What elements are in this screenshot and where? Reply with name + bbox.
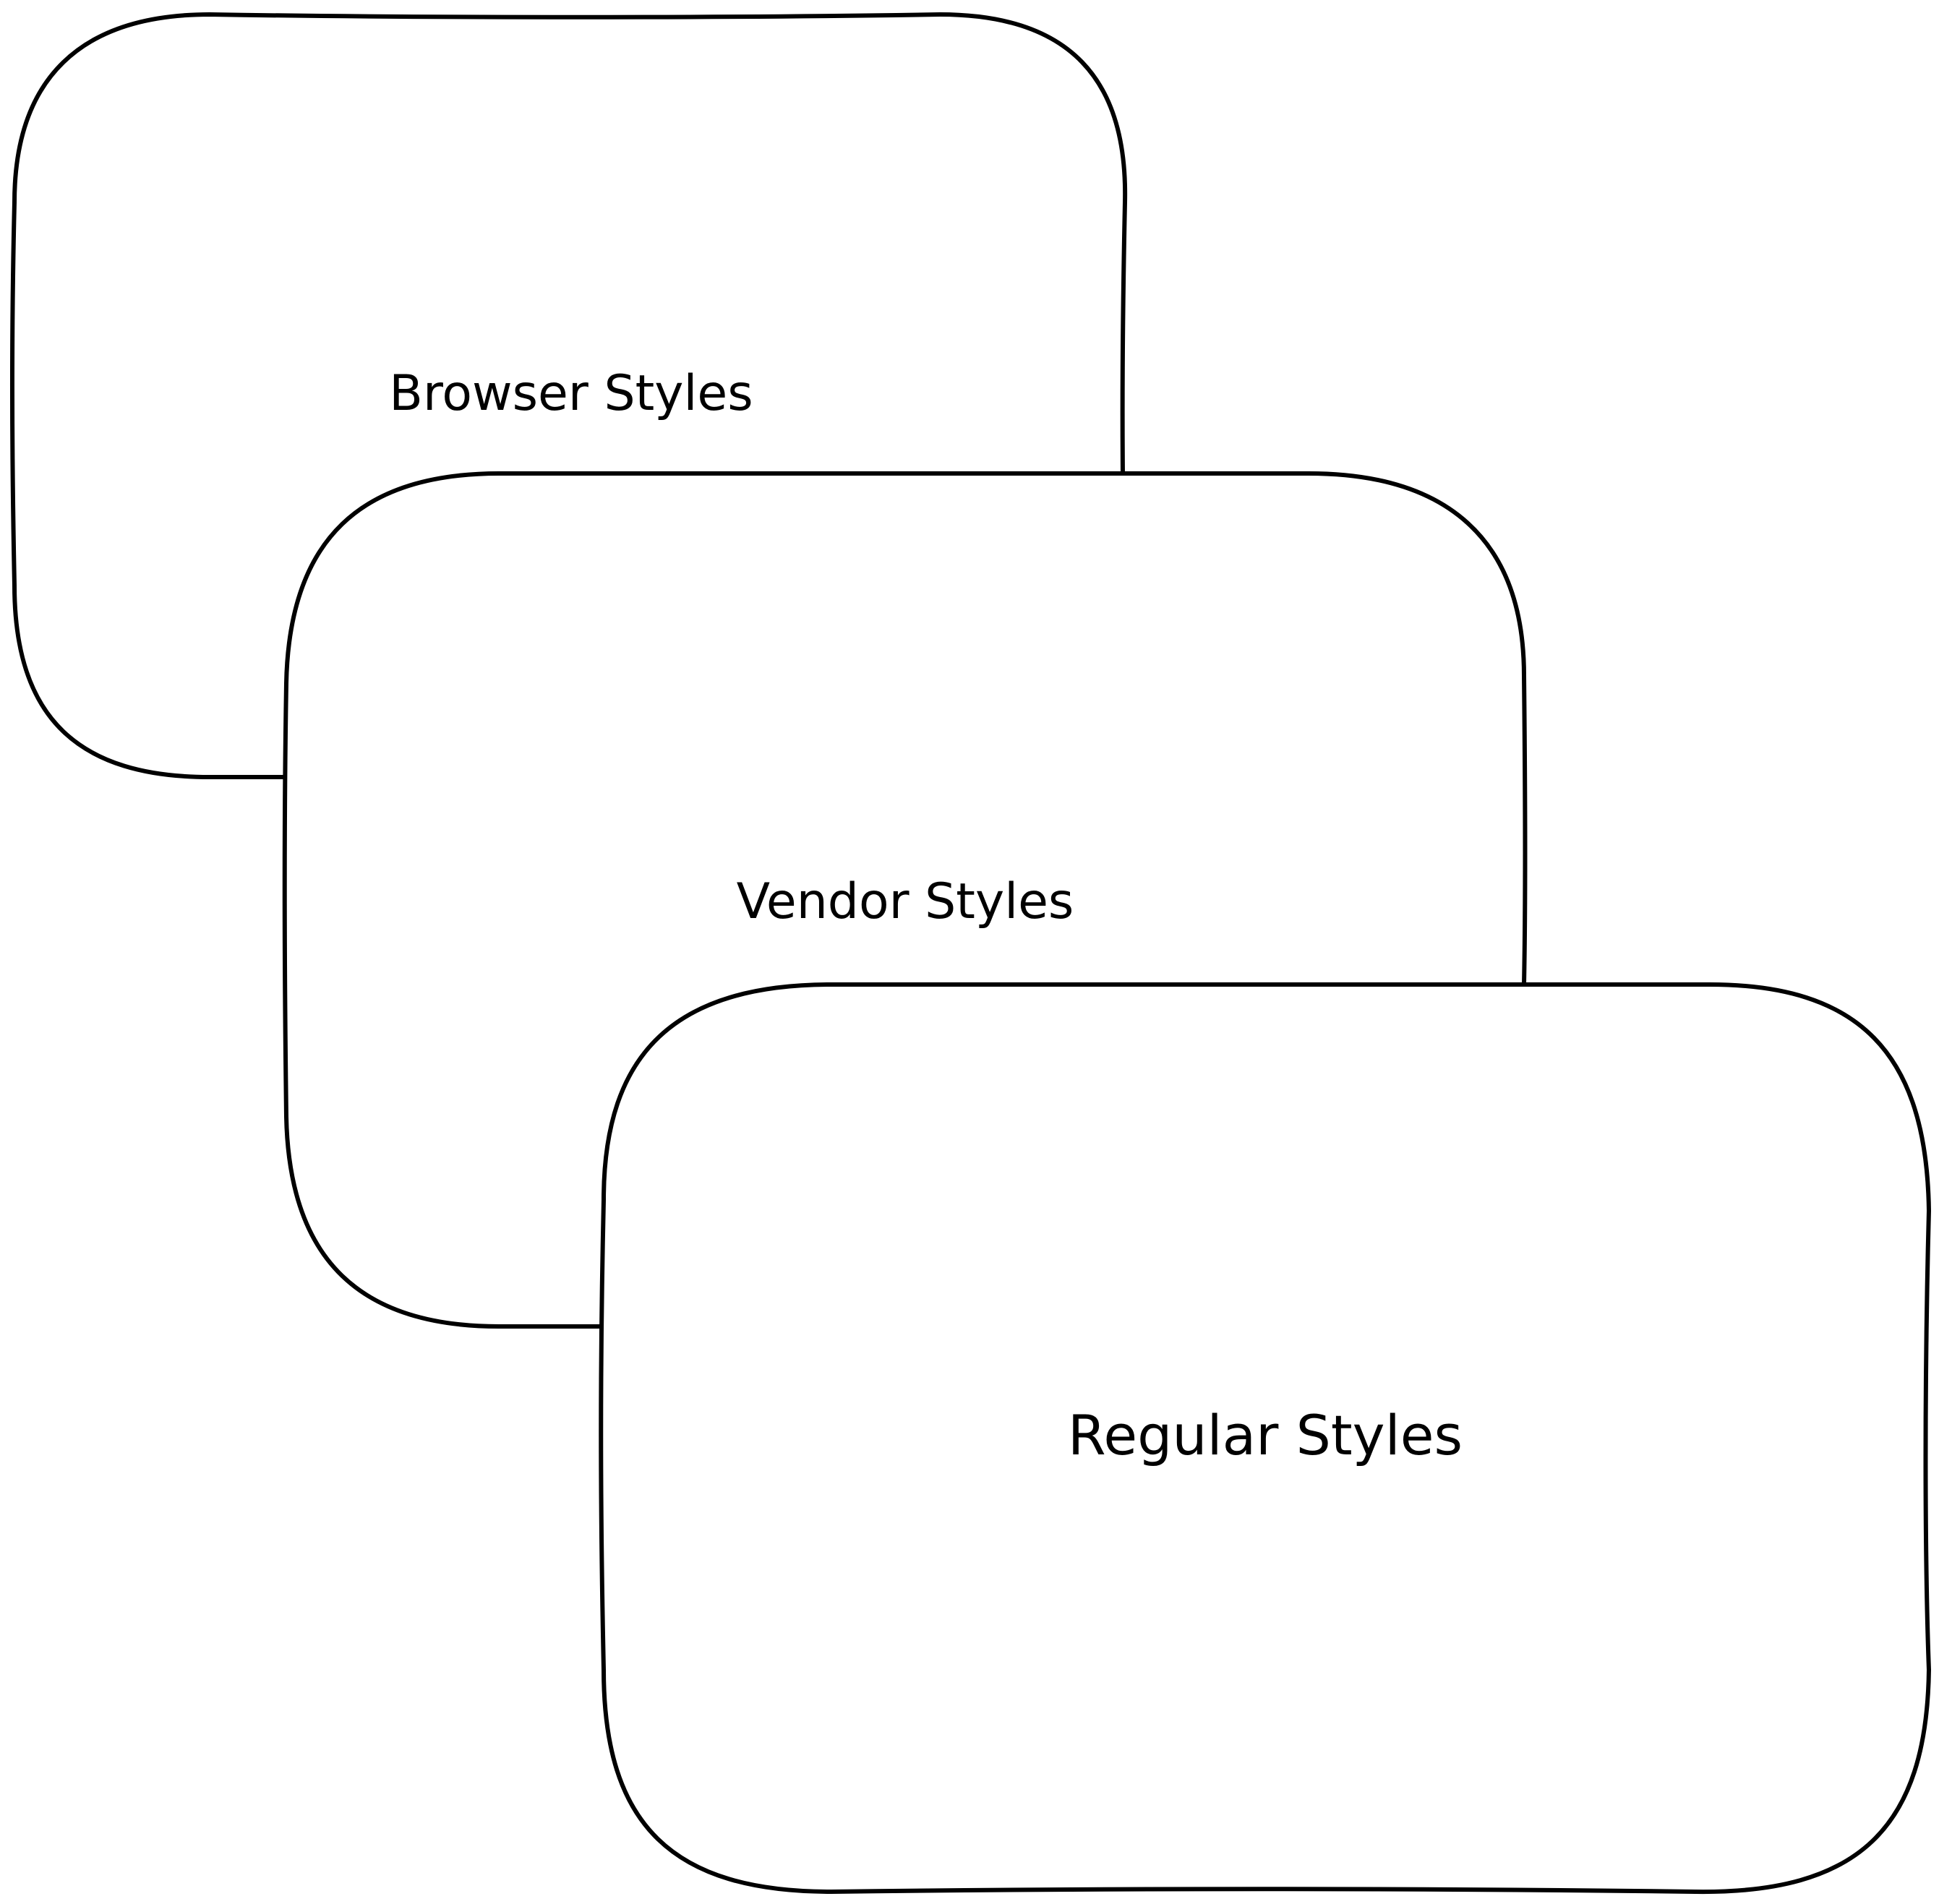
vendor-styles-card-shape: [282, 469, 1528, 1329]
vendor-styles-card[interactable]: Vendor Styles: [282, 469, 1528, 1329]
browser-styles-card[interactable]: Browser Styles: [10, 12, 1128, 779]
regular-styles-card[interactable]: Regular Styles: [599, 982, 1931, 1895]
vendor-styles-label: Vendor Styles: [737, 873, 1074, 930]
browser-styles-label: Browser Styles: [389, 365, 753, 422]
regular-styles-label: Regular Styles: [1068, 1403, 1463, 1467]
regular-styles-card-shape: [599, 982, 1931, 1895]
